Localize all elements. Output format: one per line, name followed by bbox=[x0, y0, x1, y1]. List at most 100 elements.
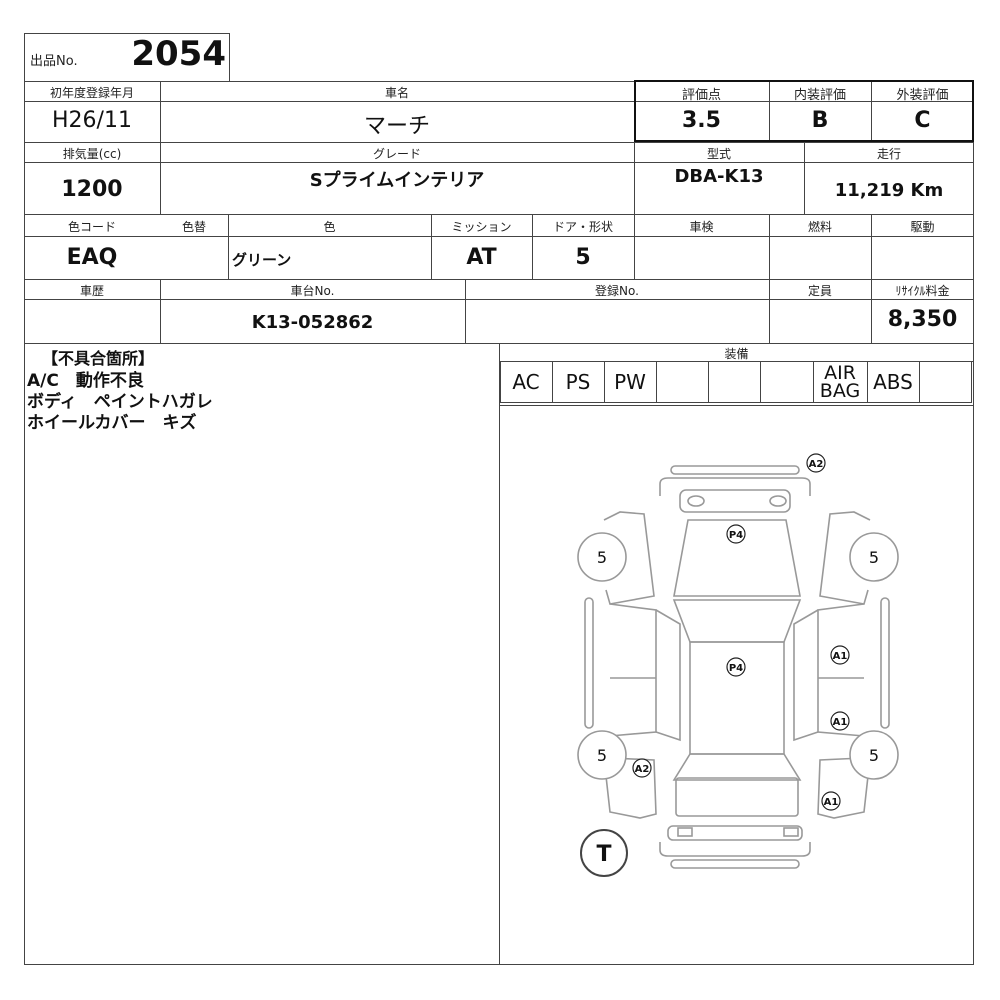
divider bbox=[867, 361, 868, 403]
right-rear-quarter bbox=[817, 757, 869, 819]
tire-label: 5 bbox=[869, 548, 879, 567]
grade-value: Sプライムインテリア bbox=[309, 170, 485, 191]
defect-item: ボディ ペイントハガレ bbox=[27, 392, 213, 412]
tire-front-left bbox=[577, 532, 627, 582]
drive-label: 駆動 bbox=[910, 220, 935, 234]
spare-label: T bbox=[596, 842, 611, 867]
spare-tire bbox=[580, 829, 628, 877]
door-value: 5 bbox=[575, 245, 591, 270]
trunk bbox=[675, 777, 799, 817]
divider bbox=[24, 214, 974, 215]
divider bbox=[919, 361, 920, 403]
color-value: グリーン bbox=[232, 251, 292, 269]
mark-right-front-door bbox=[830, 645, 850, 665]
color-code-label: 色コード bbox=[67, 220, 116, 234]
divider bbox=[769, 214, 770, 343]
left-rear-quarter bbox=[605, 757, 657, 819]
defect-item: ホイールカバー キズ bbox=[27, 413, 197, 433]
equipment-abs: ABS bbox=[873, 370, 913, 394]
divider bbox=[24, 236, 974, 237]
divider bbox=[499, 343, 500, 965]
left-doors bbox=[609, 603, 657, 737]
lot-label: 出品No. bbox=[30, 54, 78, 69]
right-side-skirt bbox=[880, 597, 890, 729]
right-doors bbox=[817, 603, 865, 737]
defect-item: A/C 動作不良 bbox=[27, 371, 144, 391]
color-change-label: 色替 bbox=[181, 220, 206, 234]
equipment-pw: PW bbox=[614, 370, 646, 394]
left-side-skirt bbox=[584, 597, 594, 729]
divider bbox=[656, 361, 657, 403]
chassis-label: 車台No. bbox=[290, 284, 335, 298]
interior-value: B bbox=[811, 108, 829, 133]
divider bbox=[160, 81, 161, 214]
divider bbox=[24, 279, 974, 280]
mark-label: P4 bbox=[729, 530, 743, 541]
fuel-label: 燃料 bbox=[807, 220, 832, 234]
front-bumper bbox=[670, 465, 800, 475]
hood bbox=[673, 519, 801, 597]
mission-label: ミッション bbox=[451, 220, 512, 234]
mark-hood bbox=[726, 524, 746, 544]
right-pillar bbox=[793, 609, 819, 742]
left-pillar bbox=[655, 609, 681, 742]
color-code-value: EAQ bbox=[66, 245, 118, 270]
car-value: マーチ bbox=[363, 114, 430, 139]
cc-label: 排気量(cc) bbox=[62, 147, 122, 161]
mark-right-rear-quarter bbox=[821, 791, 841, 811]
mark-label: A2 bbox=[635, 764, 650, 775]
equipment-row bbox=[500, 361, 972, 403]
tire-label: 5 bbox=[869, 746, 879, 765]
rear-bumper-frame bbox=[659, 842, 811, 857]
color-label: 色 bbox=[323, 220, 336, 234]
model-value: DBA-K13 bbox=[674, 166, 764, 187]
door-label: ドア・形状 bbox=[552, 220, 613, 234]
divider bbox=[708, 361, 709, 403]
mileage-label: 走行 bbox=[876, 147, 901, 161]
divider bbox=[228, 214, 229, 279]
divider bbox=[160, 279, 161, 343]
divider bbox=[804, 142, 805, 214]
divider bbox=[813, 361, 814, 403]
exterior-value: C bbox=[914, 108, 931, 133]
mission-value: AT bbox=[466, 245, 497, 270]
score-value: 3.5 bbox=[682, 108, 721, 133]
tire-rear-right bbox=[849, 730, 899, 780]
mark-right-rear-door bbox=[830, 711, 850, 731]
divider bbox=[24, 142, 974, 143]
equipment-ps: PS bbox=[565, 370, 591, 394]
cc-value: 1200 bbox=[61, 177, 123, 202]
year-label: 初年度登録年月 bbox=[49, 86, 134, 100]
tire-label: 5 bbox=[597, 746, 607, 765]
front-panel bbox=[679, 489, 791, 513]
equipment-title: 装備 bbox=[724, 347, 749, 361]
divider bbox=[431, 214, 432, 279]
car-label: 車名 bbox=[384, 86, 409, 100]
divider bbox=[769, 81, 770, 142]
mark-label: A1 bbox=[833, 717, 848, 728]
left-front-fender bbox=[603, 511, 655, 605]
headlight-left bbox=[687, 495, 705, 507]
front-grille-frame bbox=[659, 477, 811, 496]
interior-label: 内装評価 bbox=[793, 88, 846, 103]
recycle-value: 8,350 bbox=[887, 307, 958, 332]
windshield bbox=[672, 599, 802, 643]
lot-number: 2054 bbox=[131, 34, 226, 74]
divider bbox=[465, 279, 466, 343]
divider bbox=[24, 162, 974, 163]
right-front-fender bbox=[819, 511, 871, 605]
divider bbox=[634, 81, 635, 279]
reg-label: 登録No. bbox=[595, 284, 639, 298]
chassis-value: K13-052862 bbox=[251, 312, 374, 333]
mark-roof bbox=[726, 657, 746, 677]
divider bbox=[871, 214, 872, 343]
mark-label: P4 bbox=[729, 663, 743, 674]
taillight-left bbox=[677, 827, 693, 837]
rear-panel bbox=[667, 825, 803, 841]
score-label: 評価点 bbox=[681, 88, 721, 103]
inspection-label: 車検 bbox=[689, 220, 714, 234]
year-value: H26/11 bbox=[52, 108, 132, 133]
